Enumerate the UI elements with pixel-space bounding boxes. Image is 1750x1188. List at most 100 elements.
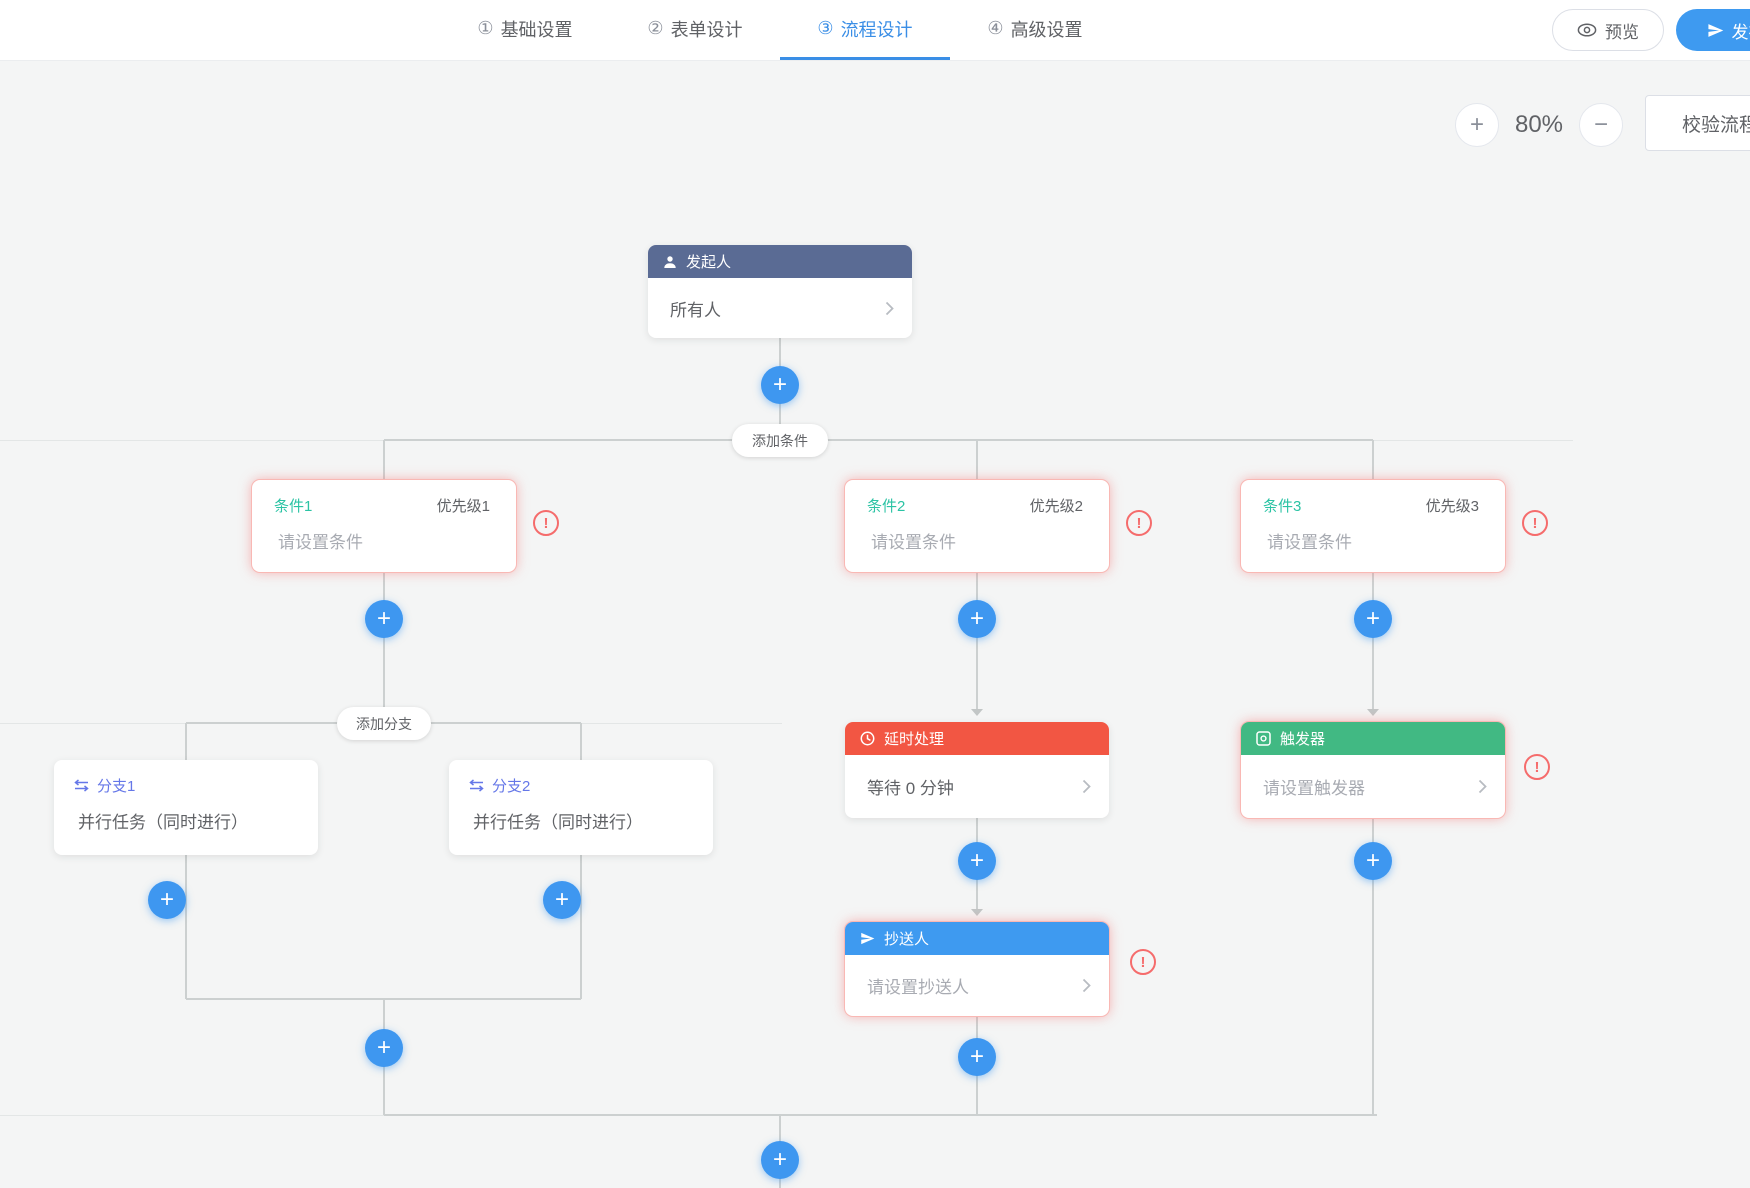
add-node-button[interactable]: +	[1354, 600, 1392, 638]
condition-placeholder: 请设置条件	[278, 533, 363, 552]
plus-icon: +	[376, 605, 391, 632]
arrow-down-icon	[971, 909, 983, 916]
branch-header: 分支2	[449, 760, 713, 796]
add-condition-label: 添加条件	[752, 432, 808, 449]
plus-icon: +	[772, 371, 787, 398]
node-condition-2[interactable]: 条件2 优先级2 请设置条件	[845, 480, 1109, 572]
add-node-button[interactable]: +	[148, 881, 186, 919]
exclamation-glyph: !	[1140, 953, 1146, 971]
wizard-steps: ① 基础设置 ② 表单设计 ③ 流程设计 ④ 高级设置	[440, 0, 1120, 60]
publish-label: 发布	[1731, 22, 1750, 42]
user-icon	[663, 255, 677, 269]
preview-label: 预览	[1605, 22, 1639, 42]
connector-line	[580, 723, 582, 760]
node-delay[interactable]: 延时处理 等待 0 分钟	[845, 722, 1109, 818]
exclamation-glyph: !	[1136, 514, 1142, 532]
node-value: 所有人	[670, 300, 721, 320]
add-node-button[interactable]: +	[958, 600, 996, 638]
add-node-button[interactable]: +	[365, 600, 403, 638]
step-number: ②	[647, 18, 664, 38]
region-divider-line	[0, 1115, 384, 1116]
connector-line	[384, 439, 1373, 441]
branch-title: 分支2	[492, 778, 531, 795]
arrow-down-icon	[1367, 709, 1379, 716]
plus-icon: +	[969, 847, 984, 874]
node-initiator[interactable]: 发起人 所有人	[648, 245, 912, 338]
node-branch-1[interactable]: 分支1 并行任务（同时进行）	[54, 760, 318, 855]
chevron-right-icon	[1082, 779, 1091, 794]
flow-canvas[interactable]	[0, 60, 1750, 1188]
condition-priority: 优先级2	[1029, 498, 1083, 515]
step-label: 高级设置	[1010, 19, 1083, 40]
tab-advanced-settings[interactable]: ④ 高级设置	[950, 0, 1120, 60]
validate-flow-button[interactable]: 校验流程	[1645, 95, 1750, 151]
plus-icon: +	[554, 886, 569, 913]
add-branch-button[interactable]: 添加分支	[337, 707, 431, 740]
warning-icon: !	[1126, 510, 1152, 536]
branch-description: 并行任务（同时进行）	[473, 813, 643, 832]
clock-icon	[860, 731, 875, 746]
chevron-right-icon	[1082, 978, 1091, 993]
eye-icon	[1577, 23, 1597, 37]
step-label: 基础设置	[500, 19, 573, 40]
node-cc[interactable]: 抄送人 请设置抄送人	[845, 922, 1109, 1016]
add-node-button[interactable]: +	[761, 366, 799, 404]
tab-basic-settings[interactable]: ① 基础设置	[440, 0, 610, 60]
add-node-button[interactable]: +	[543, 881, 581, 919]
connector-line	[383, 572, 385, 723]
node-condition-3[interactable]: 条件3 优先级3 请设置条件	[1241, 480, 1505, 572]
condition-placeholder: 请设置条件	[871, 533, 956, 552]
node-delay-body[interactable]: 等待 0 分钟	[845, 755, 1109, 818]
node-branch-2[interactable]: 分支2 并行任务（同时进行）	[449, 760, 713, 855]
connector-line	[185, 723, 187, 760]
branch-title: 分支1	[97, 778, 136, 795]
parallel-branch-icon	[469, 779, 484, 792]
condition-title: 条件3	[1263, 498, 1302, 515]
zoom-out-button[interactable]: −	[1579, 103, 1623, 147]
paper-plane-icon	[860, 931, 875, 946]
add-node-button[interactable]: +	[958, 842, 996, 880]
tab-form-design[interactable]: ② 表单设计	[610, 0, 780, 60]
node-initiator-header: 发起人	[648, 245, 912, 278]
add-node-button[interactable]: +	[365, 1029, 403, 1067]
node-initiator-body[interactable]: 所有人	[648, 278, 912, 338]
plus-icon: +	[969, 605, 984, 632]
branch-description: 并行任务（同时进行）	[78, 813, 248, 832]
publish-button[interactable]: 发布	[1676, 9, 1750, 51]
preview-button[interactable]: 预览	[1552, 9, 1664, 51]
connector-line	[383, 440, 385, 480]
arrow-down-icon	[971, 709, 983, 716]
node-trigger-body[interactable]: 请设置触发器	[1241, 755, 1505, 818]
node-trigger[interactable]: 触发器 请设置触发器	[1241, 722, 1505, 818]
node-condition-1[interactable]: 条件1 优先级1 请设置条件	[252, 480, 516, 572]
paper-plane-icon	[1707, 22, 1724, 39]
node-cc-body[interactable]: 请设置抄送人	[845, 955, 1109, 1016]
condition-header: 条件3 优先级3	[1241, 480, 1505, 516]
zoom-in-button[interactable]: +	[1455, 103, 1499, 147]
tab-process-design[interactable]: ③ 流程设计	[780, 0, 950, 60]
node-title: 发起人	[686, 254, 732, 271]
add-condition-button[interactable]: 添加条件	[732, 424, 828, 457]
parallel-branch-icon	[74, 779, 89, 792]
plus-icon: +	[159, 886, 174, 913]
exclamation-glyph: !	[1532, 514, 1538, 532]
chevron-right-icon	[1478, 779, 1487, 794]
add-node-button[interactable]: +	[1354, 842, 1392, 880]
trigger-icon	[1256, 731, 1271, 746]
step-label: 流程设计	[840, 19, 913, 40]
step-number: ①	[477, 18, 494, 38]
connector-line	[384, 1114, 1377, 1116]
add-node-button[interactable]: +	[761, 1141, 799, 1179]
condition-priority: 优先级3	[1425, 498, 1479, 515]
connector-line	[976, 440, 978, 480]
add-node-button[interactable]: +	[958, 1038, 996, 1076]
condition-title: 条件1	[274, 498, 313, 515]
plus-icon: +	[772, 1146, 787, 1173]
zoom-level: 80%	[1514, 111, 1564, 138]
node-placeholder: 请设置触发器	[1263, 779, 1365, 798]
step-number: ④	[987, 18, 1004, 38]
connector-line	[580, 855, 582, 999]
exclamation-glyph: !	[1534, 758, 1540, 776]
condition-title: 条件2	[867, 498, 906, 515]
